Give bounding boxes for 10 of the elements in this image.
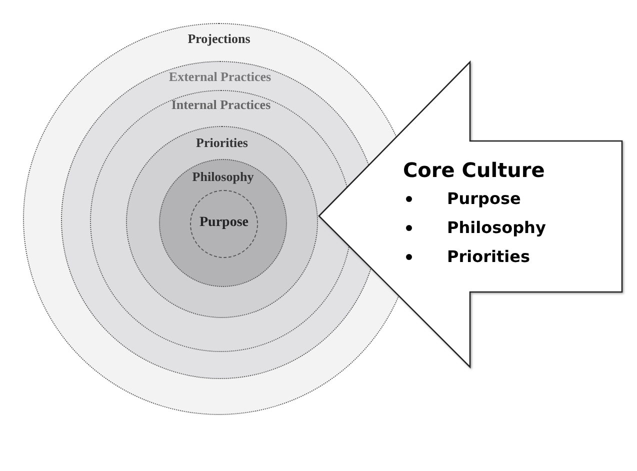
bullet-item: Priorities <box>447 247 530 266</box>
bullet-item: Purpose <box>447 189 521 208</box>
ring-label: Internal Practices <box>171 97 271 113</box>
ring-label: Projections <box>188 31 250 47</box>
ring-label: External Practices <box>168 69 272 85</box>
callout-heading: Core Culture <box>403 158 546 182</box>
ring-label: Priorities <box>196 135 248 151</box>
ring-label: Philosophy <box>192 169 254 185</box>
ring-label: Purpose <box>200 215 248 231</box>
bullet-item: Philosophy <box>447 218 546 237</box>
